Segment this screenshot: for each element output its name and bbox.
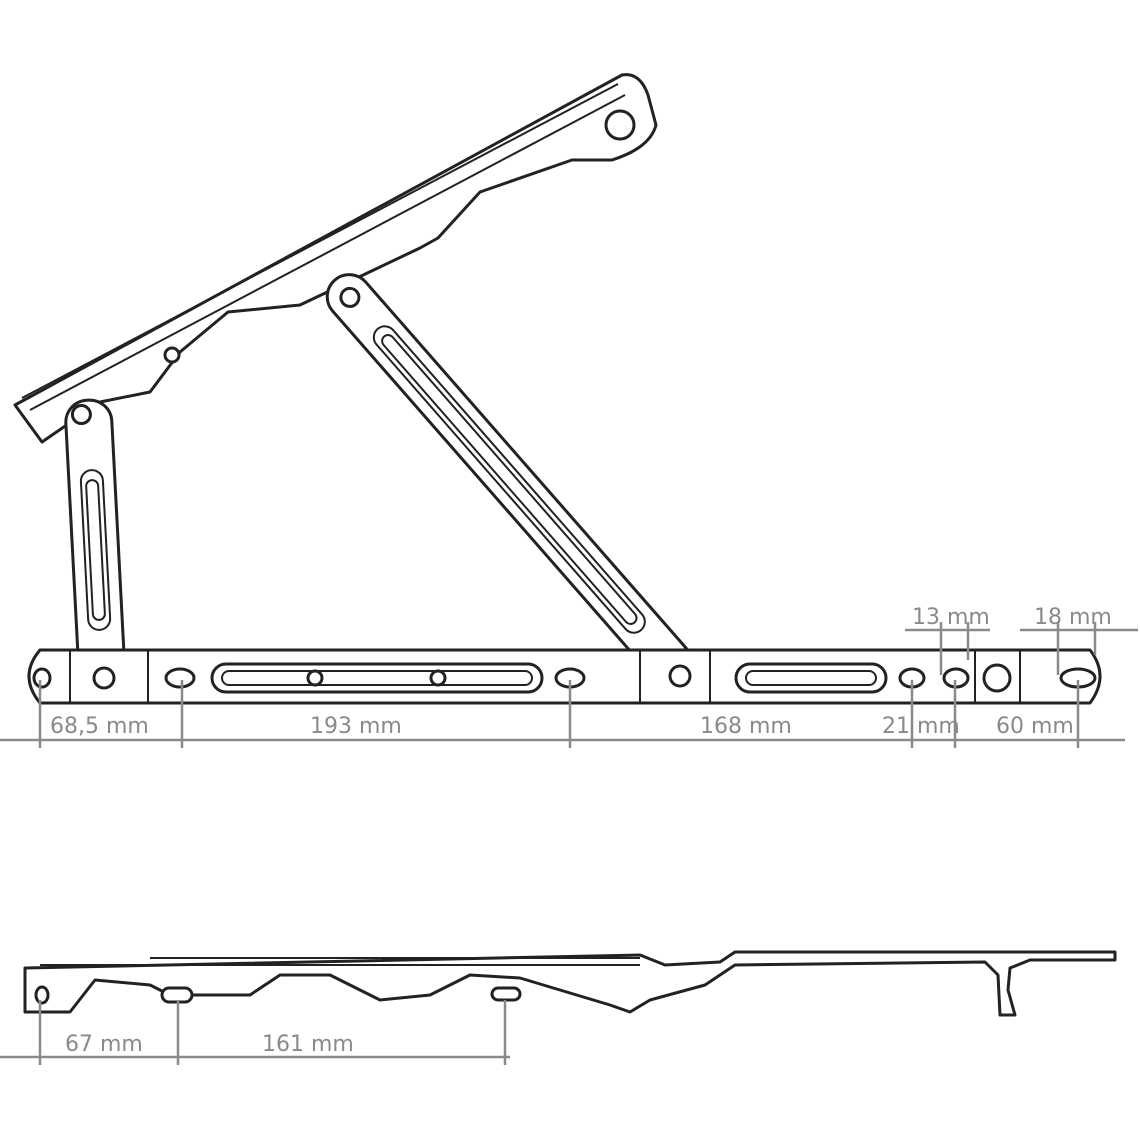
dim-161: 161 mm: [262, 1032, 354, 1057]
top-dimensions: 68,5 mm 193 mm 168 mm 21 mm 60 mm 13 mm …: [0, 605, 1138, 748]
dim-67: 67 mm: [65, 1032, 143, 1057]
dim-168: 168 mm: [700, 714, 792, 739]
base-track: [27, 648, 1102, 705]
pivot-screw-icon: [604, 109, 636, 141]
long-link: [325, 273, 693, 686]
sash-arm: [13, 73, 658, 444]
short-link: [64, 398, 126, 687]
dim-193: 193 mm: [310, 714, 402, 739]
dim-21: 21 mm: [882, 714, 960, 739]
dim-68-5: 68,5 mm: [50, 714, 149, 739]
side-view: 67 mm 161 mm: [0, 950, 1117, 1065]
dim-13: 13 mm: [912, 605, 990, 630]
dim-18: 18 mm: [1034, 605, 1112, 630]
dim-60: 60 mm: [996, 714, 1074, 739]
